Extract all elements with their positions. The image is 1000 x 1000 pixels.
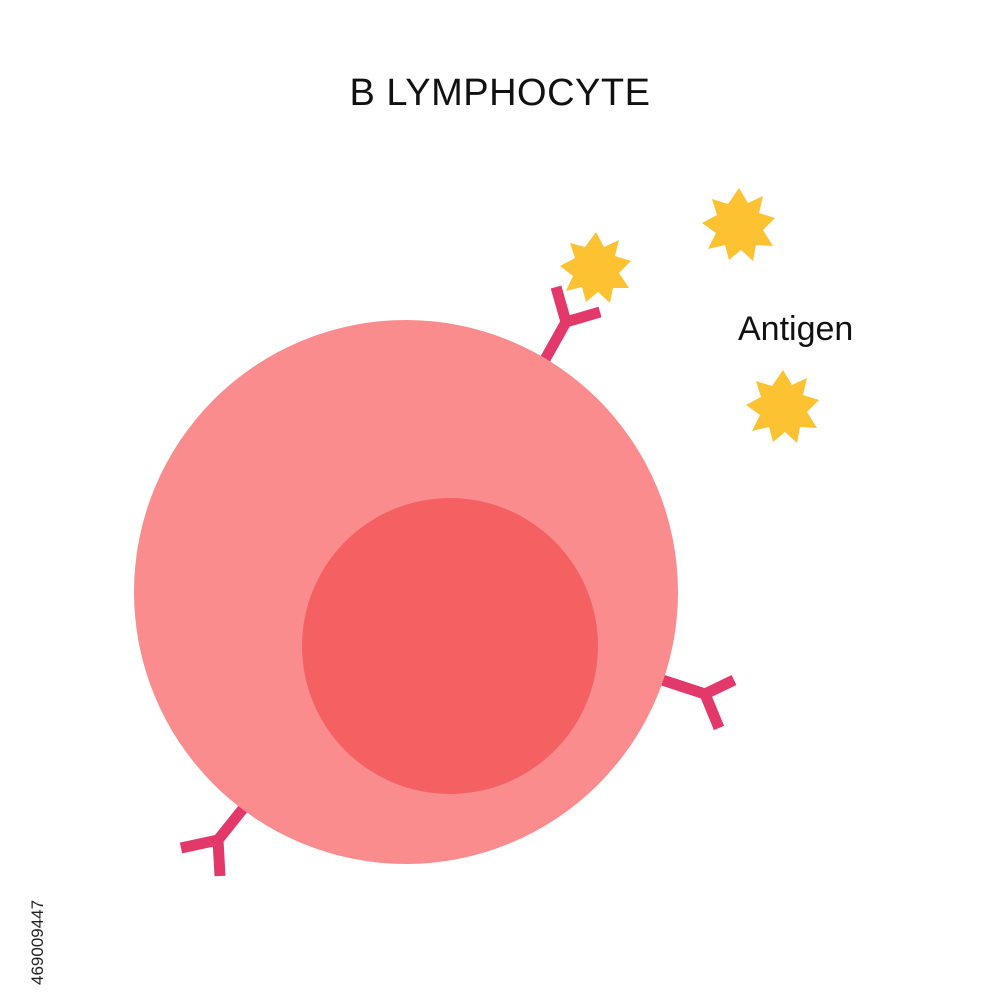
stock-image-id: 469009447: [28, 899, 47, 985]
b-cell-receptor-top: [533, 285, 602, 375]
antigen-label: Antigen: [738, 310, 854, 348]
b-cell-receptor-right: [648, 670, 737, 731]
diagram-title: B LYMPHOCYTE: [349, 72, 651, 114]
antigen-particle: [702, 188, 775, 261]
antigen-particle: [560, 232, 631, 303]
antigen-particle: [746, 370, 819, 443]
cell-nucleus: [302, 498, 598, 794]
